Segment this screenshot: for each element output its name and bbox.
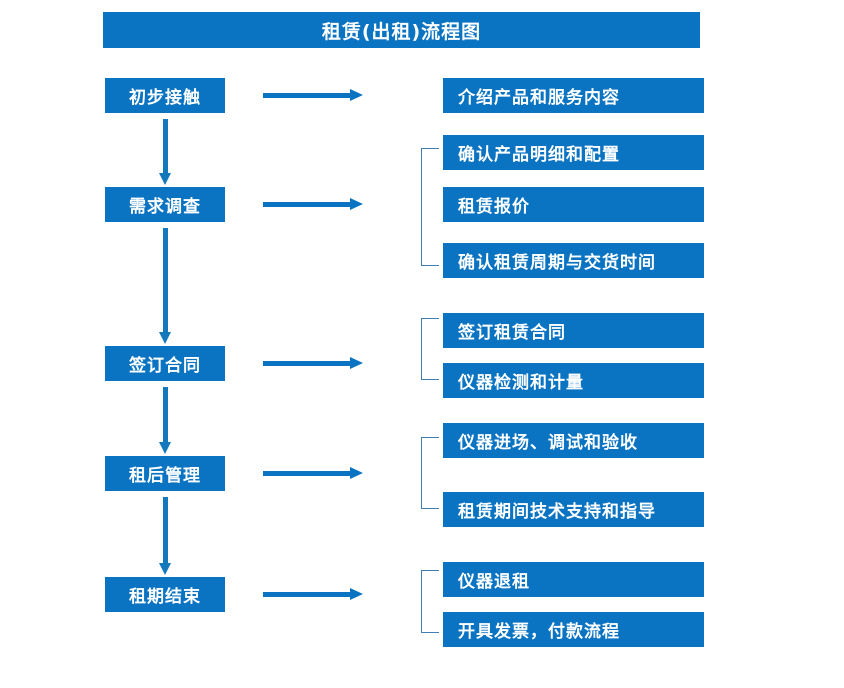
detail-arrow-right-3 — [263, 357, 363, 369]
detail-box-8[interactable]: 租赁期间技术支持和指导 — [443, 492, 704, 527]
arrow-head — [350, 89, 363, 101]
detail-arrow-right-1 — [263, 89, 363, 101]
flow-arrow-down-1 — [159, 119, 172, 185]
arrow-head — [350, 357, 363, 369]
group-bracket-5 — [421, 570, 439, 633]
arrow-shaft — [263, 361, 351, 366]
detail-box-9[interactable]: 仪器退租 — [443, 562, 704, 597]
detail-arrow-right-2 — [263, 198, 363, 210]
flow-arrow-down-3 — [159, 387, 172, 454]
detail-arrow-right-5 — [263, 588, 363, 600]
stage-box-5[interactable]: 租期结束 — [105, 577, 225, 612]
stage-box-1[interactable]: 初步接触 — [105, 78, 225, 113]
page-title: 租赁(出租)流程图 — [103, 12, 700, 48]
arrow-head — [350, 198, 363, 210]
detail-box-10[interactable]: 开具发票，付款流程 — [443, 612, 704, 647]
arrow-head — [159, 442, 171, 454]
arrow-shaft — [263, 592, 351, 597]
arrow-head — [159, 332, 171, 344]
arrow-shaft — [163, 497, 168, 564]
detail-box-7[interactable]: 仪器进场、调试和验收 — [443, 423, 704, 458]
group-bracket-4 — [421, 437, 439, 509]
detail-arrow-right-4 — [263, 467, 363, 479]
stage-box-3[interactable]: 签订合同 — [105, 346, 225, 381]
detail-box-4[interactable]: 确认租赁周期与交货时间 — [443, 243, 704, 278]
detail-box-1[interactable]: 介绍产品和服务内容 — [443, 78, 704, 113]
arrow-head — [159, 563, 171, 575]
arrow-shaft — [263, 471, 351, 476]
stage-box-4[interactable]: 租后管理 — [105, 456, 225, 491]
arrow-head — [350, 588, 363, 600]
arrow-shaft — [163, 119, 168, 174]
group-bracket-3 — [421, 318, 439, 380]
arrow-shaft — [163, 387, 168, 443]
stage-box-2[interactable]: 需求调查 — [105, 187, 225, 222]
arrow-head — [350, 467, 363, 479]
arrow-head — [159, 173, 171, 185]
arrow-shaft — [263, 202, 351, 207]
flow-arrow-down-2 — [159, 228, 172, 344]
arrow-shaft — [263, 93, 351, 98]
flow-arrow-down-4 — [159, 497, 172, 575]
detail-box-3[interactable]: 租赁报价 — [443, 187, 704, 222]
group-bracket-2 — [421, 148, 439, 266]
detail-box-2[interactable]: 确认产品明细和配置 — [443, 135, 704, 170]
arrow-shaft — [163, 228, 168, 333]
detail-box-5[interactable]: 签订租赁合同 — [443, 313, 704, 348]
detail-box-6[interactable]: 仪器检测和计量 — [443, 363, 704, 398]
